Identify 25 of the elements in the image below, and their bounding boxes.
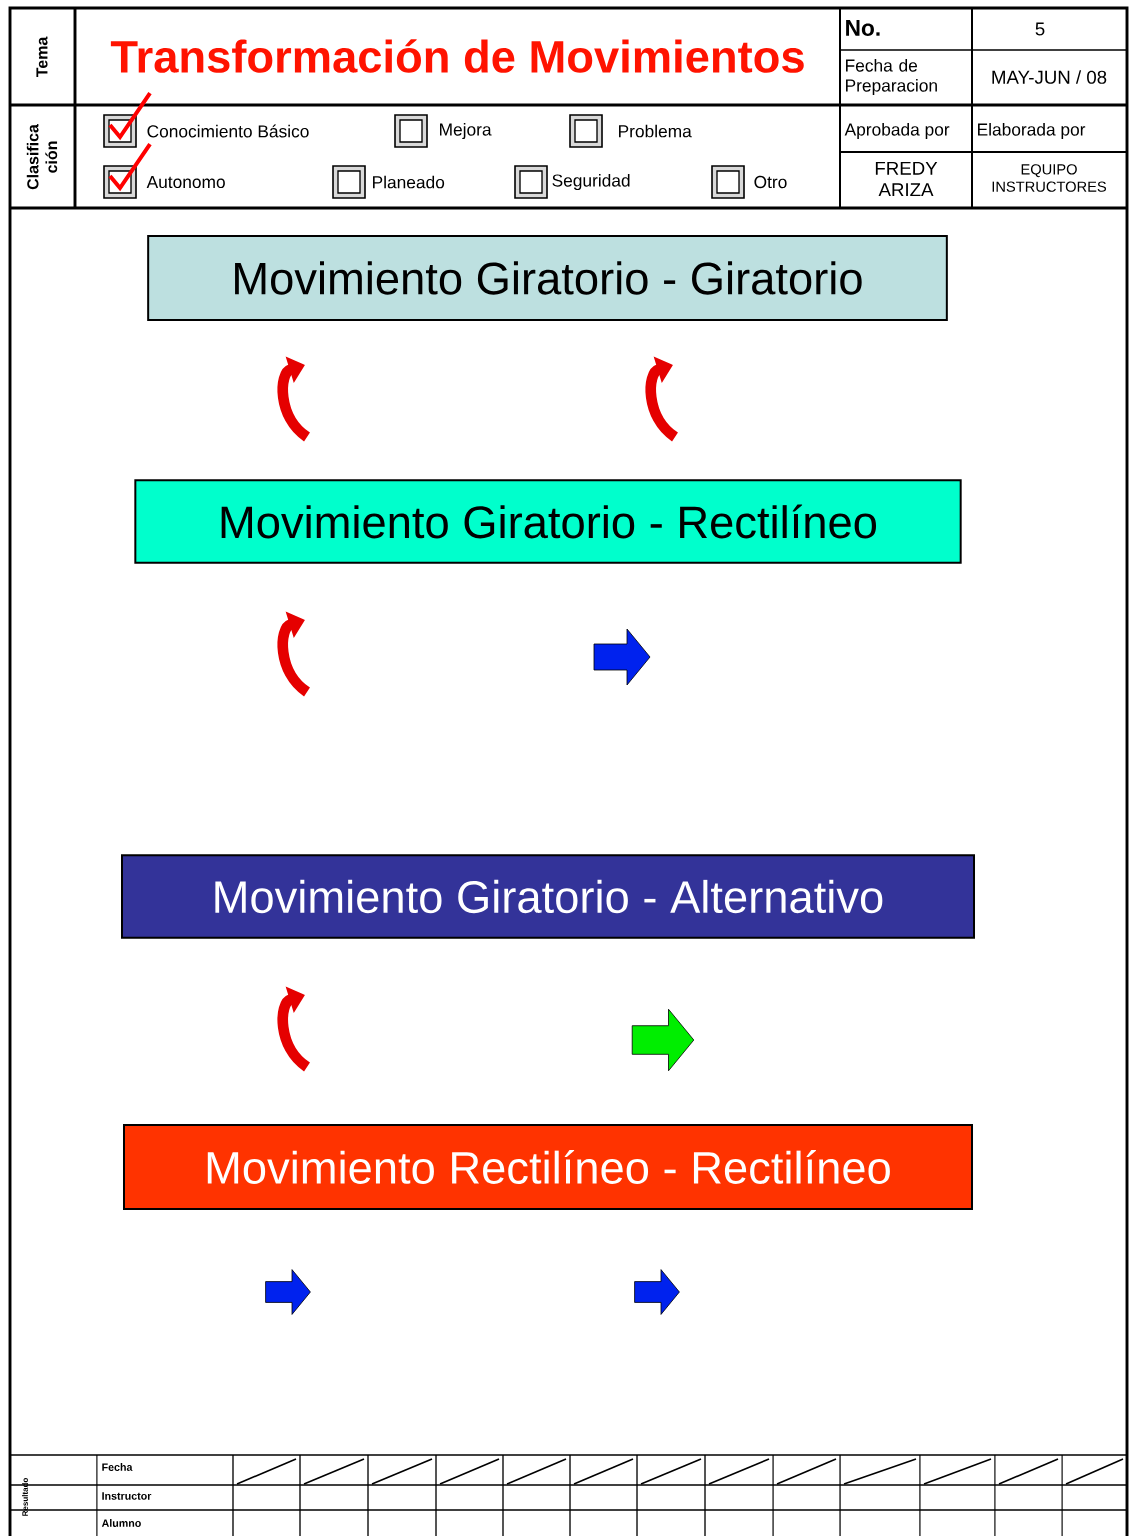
title-box: Movimiento Giratorio - Alternativo xyxy=(121,854,975,939)
table-label: Alumno xyxy=(101,1519,141,1527)
title-box: Movimiento Giratorio - Giratorio xyxy=(147,235,948,321)
checkbox-label: Seguridad xyxy=(552,173,630,191)
checkbox-label: Mejora xyxy=(440,122,492,140)
table-label: Fecha xyxy=(102,1463,133,1471)
title-box: Movimiento Rectilíneo - Rectilíneo xyxy=(123,1124,973,1210)
form-label: Aprobada por xyxy=(844,122,950,140)
table-label: Instructor xyxy=(102,1492,152,1500)
header-label: Clasifica ción xyxy=(26,124,58,190)
form-value: MAY-JUN / 08 xyxy=(992,70,1107,84)
form-label: Fecha de Preparacion xyxy=(846,58,937,96)
form-label: Elaborada por xyxy=(978,122,1086,140)
form-value: EQUIPO INSTRUCTORES xyxy=(992,164,1107,192)
title-box: Movimiento Giratorio - Rectilíneo xyxy=(134,479,962,564)
header-label: Tema xyxy=(36,36,48,78)
checkbox-label: Autonomo xyxy=(146,175,225,189)
checkbox-label: Otro xyxy=(754,175,787,189)
checkbox-label: Planeado xyxy=(373,175,445,189)
checkbox-label: Conocimiento Básico xyxy=(147,124,309,138)
form-value: 5 xyxy=(1035,22,1045,36)
form-value: FREDY ARIZA xyxy=(875,161,938,197)
form-label: No. xyxy=(846,20,880,36)
title: Transformación de Movimientos xyxy=(110,39,804,73)
checkbox-label: Problema xyxy=(619,124,692,138)
